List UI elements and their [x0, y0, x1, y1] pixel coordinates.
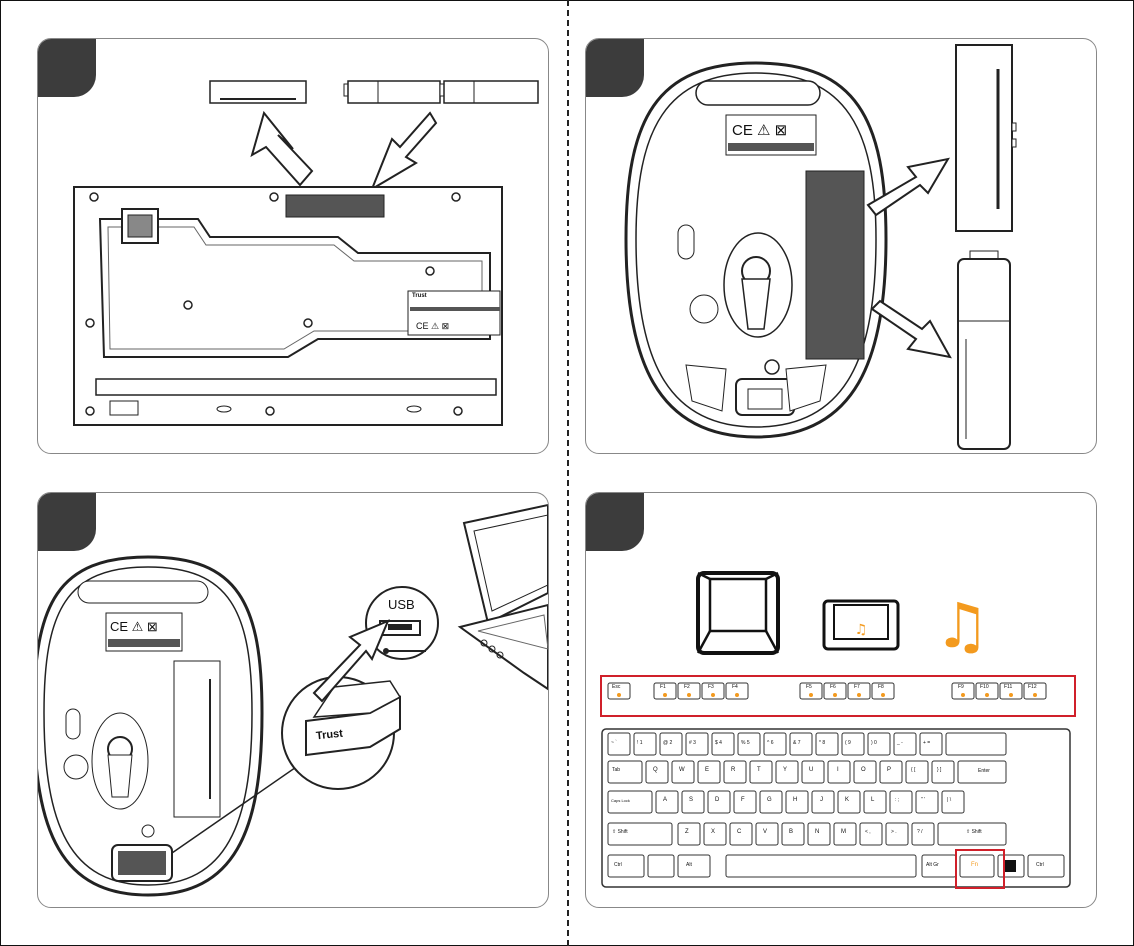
key-k: K	[845, 797, 849, 803]
key-f4: F4	[732, 684, 738, 690]
key-h: H	[793, 797, 797, 803]
mouse-battery-illustration	[586, 39, 1096, 453]
key-f3: F3	[708, 684, 714, 690]
keyboard-bottom-illustration	[38, 39, 548, 453]
key-f: F	[741, 797, 745, 803]
key-f11: F11	[1004, 684, 1012, 690]
key-5: % 5	[741, 740, 750, 746]
mouse-cert-label-2: CE ⚠ ⊠	[110, 619, 158, 635]
key-j: J	[820, 797, 823, 803]
key-comma: < ,	[865, 829, 871, 835]
key-f12: F12	[1028, 684, 1037, 690]
fn-key-highlight	[955, 849, 1005, 889]
key-f7: F7	[854, 684, 860, 690]
key-shift-right: ⇧ Shift	[966, 829, 982, 835]
step-panel-4: ♫ ♫	[585, 492, 1097, 908]
svg-text:♫: ♫	[934, 589, 990, 662]
key-u: U	[809, 767, 813, 773]
key-4: $ 4	[715, 740, 722, 746]
key-6: ^ 6	[767, 740, 774, 746]
key-ctrl-left: Ctrl	[614, 862, 622, 868]
key-d: D	[715, 797, 719, 803]
key-enter: Enter	[978, 768, 990, 774]
keyboard-brand-label: Trust	[412, 293, 427, 299]
key-8: * 8	[819, 740, 825, 746]
key-caps: Caps Lock	[611, 798, 630, 803]
key-f5: F5	[806, 684, 812, 690]
key-b: B	[789, 829, 793, 835]
key-t: T	[757, 767, 761, 773]
key-w: W	[679, 767, 685, 773]
key-z: Z	[685, 829, 689, 835]
keyboard-cert-label: CE ⚠ ⊠	[416, 321, 449, 332]
key-shift-left: ⇧ Shift	[612, 829, 628, 835]
key-o: O	[861, 767, 866, 773]
key-f6: F6	[830, 684, 836, 690]
usb-receiver-illustration	[38, 493, 548, 907]
key-0: ) 0	[871, 740, 877, 746]
key-tab: Tab	[612, 767, 620, 773]
key-f10: F10	[980, 684, 989, 690]
key-e: E	[705, 767, 709, 773]
key-y: Y	[783, 767, 787, 773]
key-n: N	[815, 829, 819, 835]
key-ctrl-right: Ctrl	[1036, 862, 1044, 868]
key-f9: F9	[958, 684, 964, 690]
key-f2: F2	[684, 684, 690, 690]
key-period: > .	[891, 829, 897, 835]
key-quote: " '	[921, 797, 925, 803]
key-i: I	[837, 767, 839, 773]
key-tilde: ~ `	[611, 740, 617, 746]
key-equals: + =	[923, 740, 930, 746]
key-c: C	[737, 829, 741, 835]
key-esc: Esc	[612, 684, 620, 690]
key-r: R	[731, 767, 735, 773]
cut-line	[567, 0, 569, 946]
key-1: ! 1	[637, 740, 643, 746]
key-a: A	[663, 797, 667, 803]
function-row-highlight	[600, 675, 1076, 717]
step-panel-1: Trust CE ⚠ ⊠	[37, 38, 549, 454]
key-f1: F1	[660, 684, 666, 690]
key-g: G	[767, 797, 772, 803]
key-7: & 7	[793, 740, 801, 746]
key-fn: Fn	[971, 862, 978, 868]
key-3: # 3	[689, 740, 696, 746]
key-f8: F8	[878, 684, 884, 690]
key-minus: _ -	[897, 740, 903, 746]
key-p: P	[887, 767, 891, 773]
step-panel-3: CE ⚠ ⊠ Trust USB	[37, 492, 549, 908]
key-q: Q	[653, 767, 658, 773]
key-l: L	[871, 797, 874, 803]
svg-text:♫: ♫	[855, 622, 868, 638]
key-bracket-left: { [	[911, 767, 915, 773]
step-panel-2: CE ⚠ ⊠	[585, 38, 1097, 454]
key-backslash: | \	[947, 797, 951, 803]
key-semicolon: : ;	[895, 797, 899, 803]
mouse-cert-label: CE ⚠ ⊠	[732, 121, 787, 139]
key-v: V	[763, 829, 767, 835]
key-2: @ 2	[663, 740, 672, 746]
key-x: X	[711, 829, 715, 835]
key-slash: ? /	[917, 829, 923, 835]
key-bracket-right: } ]	[937, 767, 941, 773]
key-s: S	[689, 797, 693, 803]
usb-port-label: USB	[388, 597, 415, 612]
key-alt-left: Alt	[686, 862, 692, 868]
key-alt-gr: Alt Gr	[926, 862, 939, 868]
key-9: ( 9	[845, 740, 851, 746]
key-m: M	[841, 829, 846, 835]
